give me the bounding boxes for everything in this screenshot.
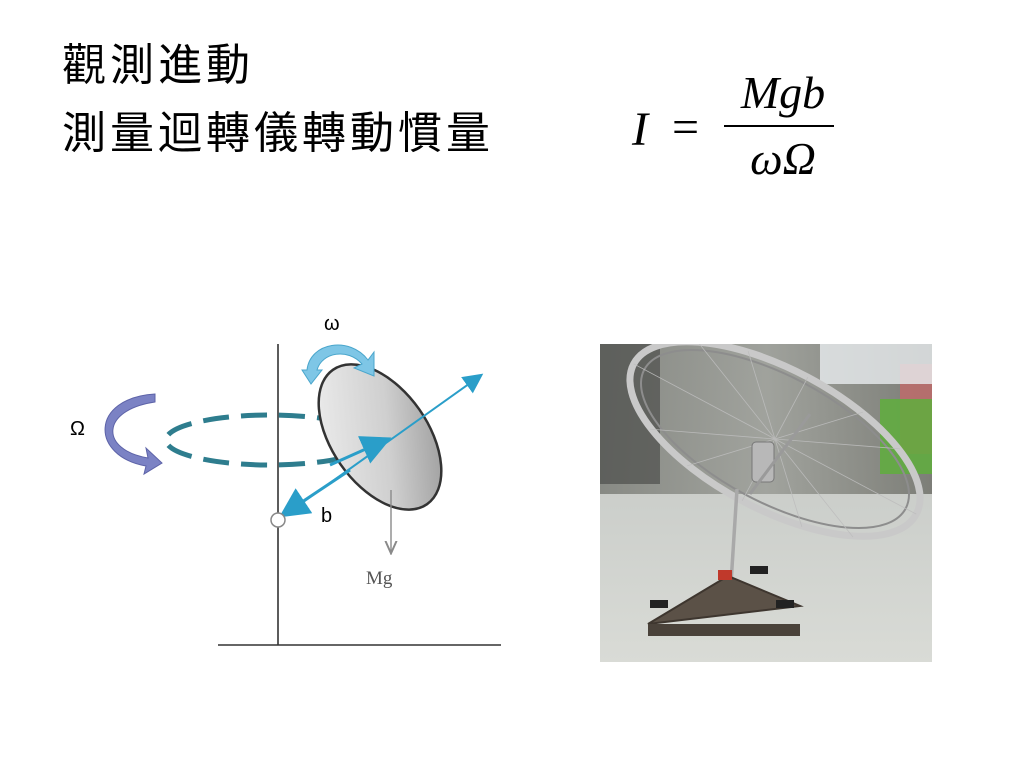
stand-base-edge — [648, 624, 800, 636]
title-line-1: 觀測進動 — [62, 40, 254, 91]
formula-equals: = — [672, 101, 700, 154]
pivot-point — [270, 512, 286, 528]
gyroscope-diagram: ω Ω b Mg — [70, 313, 501, 646]
omega-big-label: Ω — [70, 418, 85, 440]
formula-numerator: Mgb — [740, 67, 826, 118]
stand-red-marker — [718, 570, 732, 580]
moment-of-inertia-formula: I = Mgb ωΩ — [632, 66, 852, 186]
b-label: b — [321, 505, 332, 527]
title-line-2: 測量迴轉儀轉動慣量 — [62, 108, 494, 159]
gyroscope-photo — [600, 344, 932, 662]
formula-denominator: ωΩ — [750, 133, 816, 184]
photo-window — [820, 344, 932, 384]
leveling-knob-left — [650, 600, 668, 608]
angular-momentum-arrow — [329, 436, 392, 467]
lever-arm-arrow — [279, 468, 351, 518]
mg-label: Mg — [366, 568, 393, 589]
leveling-knob-right — [776, 600, 794, 608]
formula-lhs: I — [632, 103, 648, 156]
spin-arrow — [301, 344, 375, 385]
precession-arrow — [104, 393, 163, 476]
omega-small-label: ω — [324, 313, 340, 335]
stand-base — [647, 574, 804, 625]
fraction-bar — [724, 125, 834, 127]
wheel-axle — [748, 413, 812, 495]
leveling-knob-back — [750, 566, 768, 574]
